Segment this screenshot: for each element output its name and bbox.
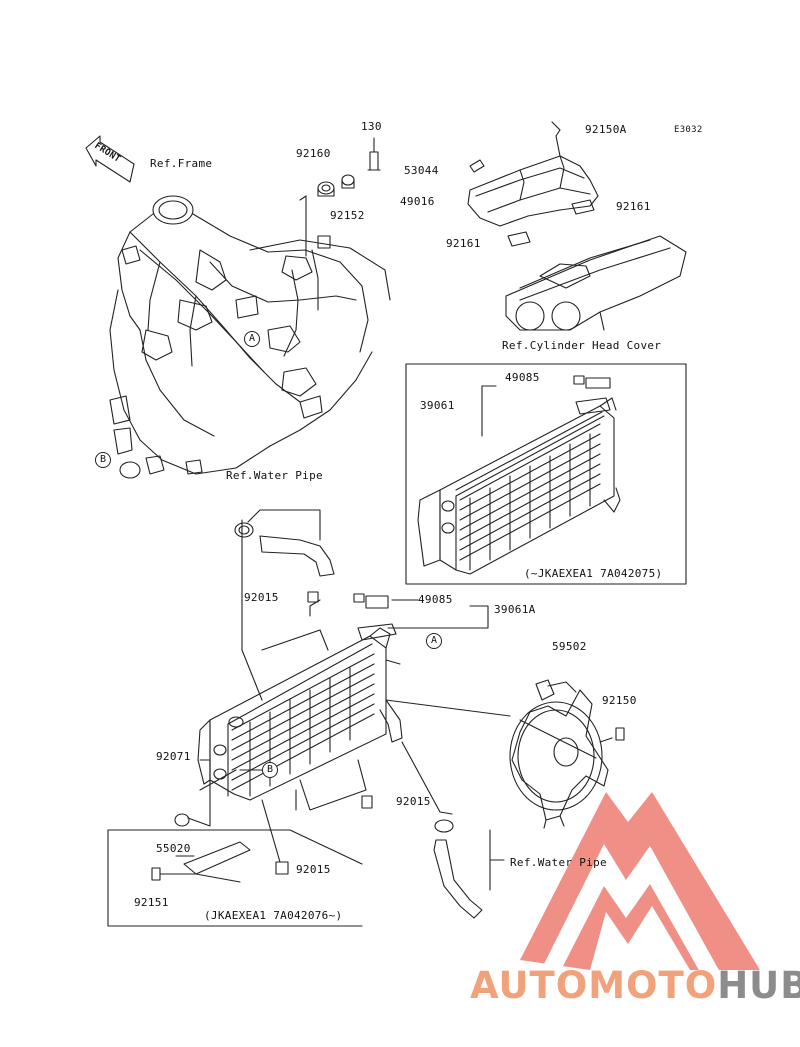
- grommet-92160-icon: [317, 181, 335, 197]
- cap-49085-lower-icon: [353, 593, 389, 609]
- water-pipe-bottom-drawing: [433, 819, 505, 919]
- part-92160-label: 92160: [296, 147, 331, 160]
- part-53044-label: 53044: [404, 164, 439, 177]
- part-49085-lower-label: 49085: [418, 593, 453, 606]
- part-92015-top-label: 92015: [244, 591, 279, 604]
- lower-variant-box: [107, 829, 363, 927]
- ref-water-pipe-bottom-label: Ref.Water Pipe: [510, 856, 607, 869]
- upper-variant-box: [405, 363, 687, 585]
- watermark-moto: MOTO: [588, 964, 718, 1007]
- part-92161-label-right: 92161: [616, 200, 651, 213]
- part-130-label: 130: [361, 120, 382, 133]
- ref-frame-label: Ref.Frame: [150, 157, 213, 170]
- part-55020-label: 55020: [156, 842, 191, 855]
- bolt-130-icon: [367, 137, 381, 171]
- part-59502-label: 59502: [552, 640, 587, 653]
- marker-a-radiator: A: [426, 633, 442, 649]
- marker-b-frame: B: [95, 452, 111, 468]
- diagram-code: E3032: [674, 125, 703, 135]
- cover-49016-drawing: [467, 121, 599, 227]
- collar-92152-icon: [341, 174, 355, 189]
- cylinder-head-cover-drawing: [505, 235, 687, 331]
- upper-serial-label: (~JKAEXEA1 7A042075): [524, 567, 663, 580]
- pin-53044-icon: [469, 159, 485, 173]
- clamp-92015-bottom-icon: [275, 861, 289, 875]
- watermark-triangle: [520, 792, 760, 972]
- water-pipe-top-drawing: [234, 509, 335, 577]
- part-92150A-label: 92150A: [585, 123, 627, 136]
- watermark-logo: AUTOMOTOHUB: [470, 964, 800, 1007]
- part-92150-label: 92150: [602, 694, 637, 707]
- part-39061-label: 39061: [420, 399, 455, 412]
- clamp-92015-top-icon: [307, 591, 319, 603]
- radiator-39061-drawing: [417, 397, 621, 575]
- part-92151-label: 92151: [134, 896, 169, 909]
- frame-drawing: [109, 195, 391, 479]
- fan-59502-drawing: [509, 679, 613, 829]
- front-arrow-icon: [85, 135, 135, 183]
- watermark-auto: AUTO: [470, 964, 589, 1007]
- ref-water-pipe-top-label: Ref.Water Pipe: [226, 469, 323, 482]
- bolt-92151-icon: [151, 867, 161, 881]
- watermark-hub: HUB: [717, 964, 800, 1007]
- part-39061A-label: 39061A: [494, 603, 536, 616]
- lower-serial-label: (JKAEXEA1 7A042076~): [204, 909, 343, 922]
- part-49085-upper-label: 49085: [505, 371, 540, 384]
- part-92015-mid-label: 92015: [396, 795, 431, 808]
- part-92152-label: 92152: [330, 209, 365, 222]
- nut-92071-icon: [174, 813, 190, 827]
- part-49016-label: 49016: [400, 195, 435, 208]
- marker-b-radiator: B: [262, 762, 278, 778]
- ref-cylinder-head-cover-label: Ref.Cylinder Head Cover: [502, 339, 662, 352]
- bracket-55020-drawing: [175, 841, 251, 883]
- part-92161-label-left: 92161: [446, 237, 481, 250]
- marker-a-frame: A: [244, 331, 260, 347]
- clamp-92015-mid-icon: [361, 795, 373, 809]
- bolt-92150-icon: [615, 727, 625, 741]
- damper-92161-icon: [507, 199, 595, 247]
- part-92015-bottom-label: 92015: [296, 863, 331, 876]
- cap-49085-upper-icon: [573, 375, 611, 389]
- part-92071-label: 92071: [156, 750, 191, 763]
